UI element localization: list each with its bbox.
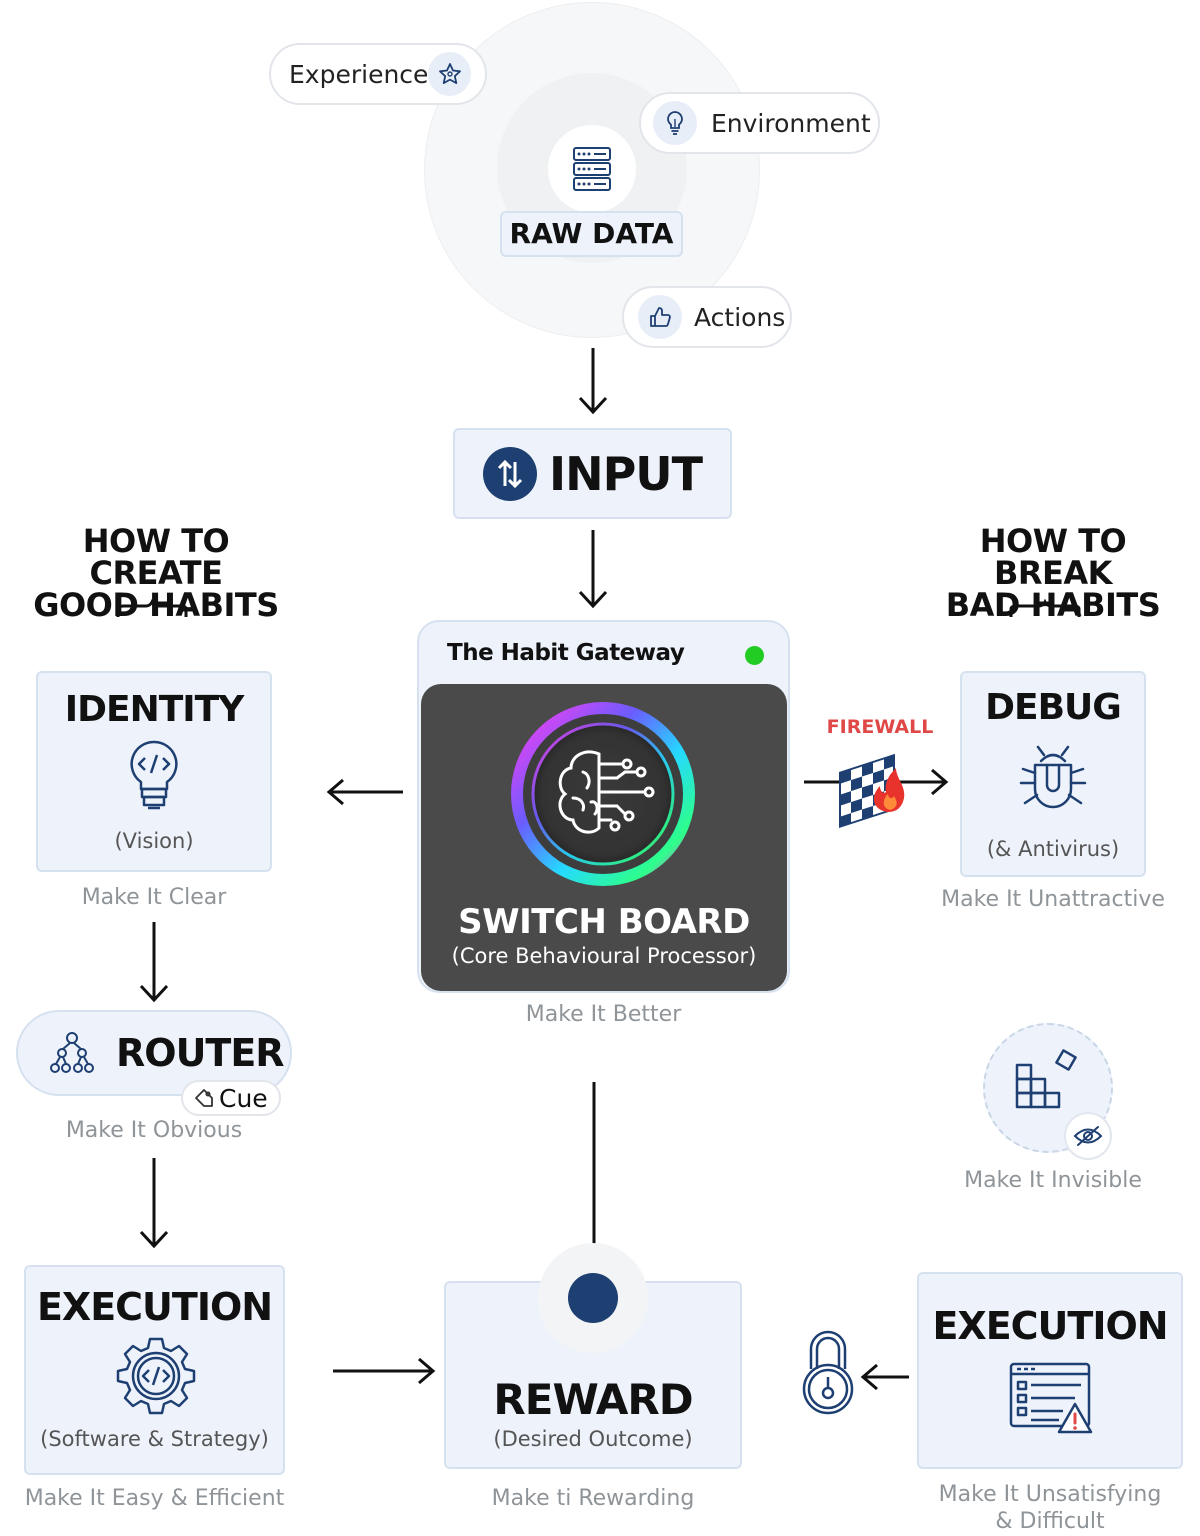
arrow-identity-to-router xyxy=(139,922,169,1003)
star-icon xyxy=(428,52,471,96)
identity-subtitle: (Vision) xyxy=(114,829,194,853)
actions-label: Actions xyxy=(694,302,786,332)
line-gateway-to-reward xyxy=(592,1082,596,1244)
blocks-icon xyxy=(1015,1049,1077,1109)
actions-pill: Actions xyxy=(622,286,792,348)
reward-node-circle xyxy=(538,1243,648,1353)
arrow-raw-to-input xyxy=(578,348,608,415)
gateway-note: Make It Better xyxy=(525,1002,682,1027)
execution-right-title: EXECUTION xyxy=(932,1304,1168,1348)
cue-label: Cue xyxy=(219,1083,268,1113)
execution-right-note-line2: & Difficult xyxy=(995,1509,1105,1534)
debug-box: DEBUG (& Antivirus) xyxy=(960,671,1146,877)
experience-label: Experience xyxy=(289,59,429,89)
code-gear-icon xyxy=(116,1337,196,1415)
firewall-label: FIREWALL xyxy=(826,716,934,738)
tag-icon xyxy=(195,1089,213,1107)
arrow-gateway-to-identity xyxy=(326,778,403,806)
firewall-icon xyxy=(839,753,905,829)
gateway-status-dot xyxy=(745,646,764,665)
debug-note: Make It Unattractive xyxy=(941,887,1165,912)
identity-box: IDENTITY (Vision) xyxy=(36,671,272,872)
server-icon-circle xyxy=(548,125,636,213)
switch-board-title: SWITCH BOARD xyxy=(458,902,750,942)
reward-note: Make ti Rewarding xyxy=(491,1486,695,1511)
execution-left-note: Make It Easy & Efficient xyxy=(24,1486,285,1511)
brain-chip-icon xyxy=(511,702,695,886)
warning-document-icon xyxy=(1009,1362,1093,1434)
invisible-note: Make It Invisible xyxy=(964,1168,1142,1193)
network-tree-icon xyxy=(50,1032,94,1073)
router-box: ROUTER xyxy=(16,1010,292,1096)
switch-board-panel: SWITCH BOARD (Core Behavioural Processor… xyxy=(421,684,787,991)
code-bulb-icon xyxy=(130,740,178,810)
gateway-title: The Habit Gateway xyxy=(447,640,685,666)
environment-label: Environment xyxy=(711,108,871,138)
switch-board-subtitle: (Core Behavioural Processor) xyxy=(451,944,757,968)
debug-title: DEBUG xyxy=(985,687,1122,728)
hidden-eye-badge xyxy=(1064,1112,1112,1160)
arrow-execution-to-lock xyxy=(860,1363,909,1391)
execution-right-box: EXECUTION xyxy=(917,1272,1183,1469)
execution-right-note-line1: Make It Unsatisfying xyxy=(938,1482,1162,1507)
eye-slash-icon xyxy=(1073,1126,1103,1146)
reward-subtitle: (Desired Outcome) xyxy=(493,1427,693,1451)
router-note: Make It Obvious xyxy=(65,1118,243,1143)
cue-tag: Cue xyxy=(181,1080,281,1116)
break-heading-line1: HOW TO BREAK xyxy=(979,522,1127,592)
reward-title: REWARD xyxy=(493,1375,693,1424)
input-label: INPUT xyxy=(548,446,703,501)
thumbs-up-icon xyxy=(638,295,682,339)
server-icon xyxy=(573,147,611,191)
identity-note: Make It Clear xyxy=(81,885,227,910)
reward-node-dot xyxy=(568,1273,618,1323)
create-heading-line1: HOW TO CREATE xyxy=(82,522,230,592)
bug-icon xyxy=(1019,745,1087,809)
execution-left-title: EXECUTION xyxy=(36,1285,273,1329)
arrow-execution-to-reward xyxy=(333,1357,436,1385)
lightbulb-icon xyxy=(653,101,697,145)
input-box: INPUT xyxy=(453,428,732,519)
debug-subtitle: (& Antivirus) xyxy=(986,837,1120,861)
execution-left-subtitle: (Software & Strategy) xyxy=(40,1427,269,1451)
left-brace xyxy=(116,598,188,617)
padlock-icon xyxy=(802,1330,854,1415)
experience-pill: Experience xyxy=(269,43,487,105)
raw-data-label: RAW DATA xyxy=(500,211,683,257)
router-title: ROUTER xyxy=(116,1031,285,1075)
identity-title: IDENTITY xyxy=(64,689,245,730)
execution-right-note: Make It Unsatisfying & Difficult xyxy=(917,1481,1183,1535)
execution-left-box: EXECUTION (Software & Strategy) xyxy=(24,1265,285,1475)
habit-gateway-card: The Habit Gateway xyxy=(417,620,790,993)
invisible-circle xyxy=(983,1023,1113,1153)
environment-pill: Environment xyxy=(639,92,880,154)
arrow-input-to-gateway xyxy=(578,530,608,609)
arrow-router-to-execution xyxy=(139,1158,169,1249)
input-swap-icon xyxy=(482,446,537,501)
right-brace xyxy=(1009,598,1081,617)
